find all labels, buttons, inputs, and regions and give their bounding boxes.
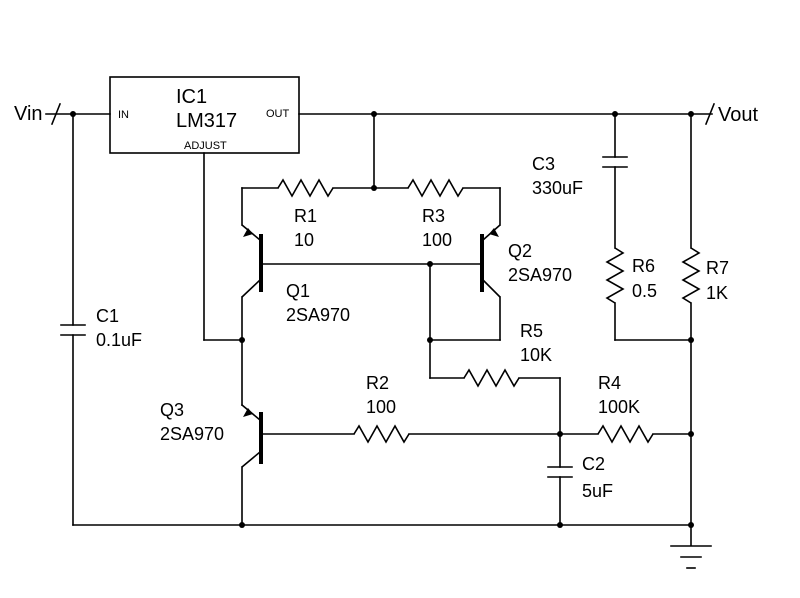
- transistor-q1: Q1 2SA970: [241, 187, 350, 406]
- r2-value: 100: [366, 397, 396, 417]
- r4-ref: R4: [598, 373, 621, 393]
- r1-value: 10: [294, 230, 314, 250]
- c2-value: 5uF: [582, 481, 613, 501]
- c3-ref: C3: [532, 154, 555, 174]
- output-rail: Vout: [298, 102, 758, 126]
- c2-ref: C2: [582, 454, 605, 474]
- q2-part: 2SA970: [508, 265, 572, 285]
- ic1-pin-adjust: ADJUST: [184, 140, 227, 152]
- r3-value: 100: [422, 230, 452, 250]
- resistor-r3: R3 100: [373, 178, 501, 250]
- capacitor-c2: C2 5uF: [547, 454, 613, 526]
- vin-terminal: Vin: [14, 102, 111, 126]
- r1-ref: R1: [294, 206, 317, 226]
- capacitor-c1: C1 0.1uF: [60, 111, 142, 526]
- ic1-regulator: IC1 LM317 IN OUT ADJUST: [109, 76, 300, 154]
- ic1-ref: IC1: [176, 86, 207, 108]
- vout-label: Vout: [718, 104, 758, 126]
- resistor-r2: R2 100: [260, 373, 563, 444]
- vin-label: Vin: [14, 103, 43, 125]
- r7-ref: R7: [706, 258, 729, 278]
- transistor-q2: Q2 2SA970: [480, 187, 572, 341]
- q3-part: 2SA970: [160, 424, 224, 444]
- transistor-q3: Q3 2SA970: [160, 400, 263, 526]
- r7-value: 1K: [706, 283, 728, 303]
- q1-part: 2SA970: [286, 305, 350, 325]
- resistor-r1: R1 10: [241, 178, 375, 250]
- capacitor-c3: C3 330uF: [532, 113, 628, 249]
- c1-ref: C1: [96, 306, 119, 326]
- ic1-part: LM317: [176, 110, 237, 132]
- ground-rail: [72, 522, 694, 546]
- r3-ref: R3: [422, 206, 445, 226]
- ic1-pin-out: OUT: [266, 108, 290, 120]
- r6-ref: R6: [632, 256, 655, 276]
- r5-ref: R5: [520, 321, 543, 341]
- q2-ref: Q2: [508, 241, 532, 261]
- ic1-pin-in: IN: [118, 109, 129, 121]
- r5-value: 10K: [520, 345, 552, 365]
- c3-value: 330uF: [532, 178, 583, 198]
- resistor-r6: R6 0.5: [605, 247, 692, 341]
- q1-ref: Q1: [286, 281, 310, 301]
- resistor-r5: R5 10K: [429, 321, 561, 468]
- ground-icon: [670, 545, 712, 569]
- c1-value: 0.1uF: [96, 330, 142, 350]
- r2-ref: R2: [366, 373, 389, 393]
- r6-value: 0.5: [632, 281, 657, 301]
- resistor-r7: R7 1K: [681, 113, 729, 526]
- resistor-r4: R4 100K: [559, 373, 694, 444]
- r4-value: 100K: [598, 397, 640, 417]
- q3-ref: Q3: [160, 400, 184, 420]
